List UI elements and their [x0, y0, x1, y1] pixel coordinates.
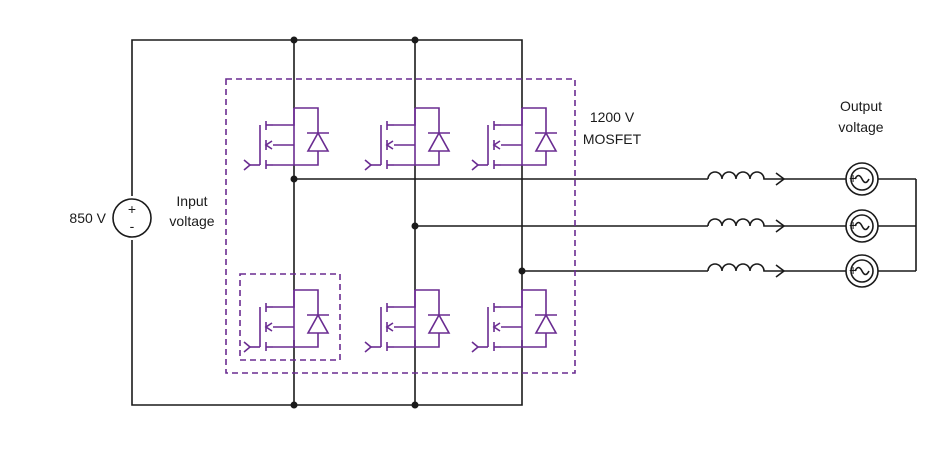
mosfet-icon	[471, 107, 558, 171]
inductor-icon	[707, 263, 786, 278]
inductor-icon	[707, 171, 786, 186]
source-voltage-label: 850 V	[69, 210, 106, 226]
mosfet-icon	[243, 107, 330, 171]
ac-source-icon: +	[845, 254, 879, 288]
source-plus-sign: +	[128, 201, 136, 217]
ac-source-icon: +	[845, 209, 879, 243]
svg-text:+: +	[849, 217, 857, 233]
source-minus-sign: -	[130, 218, 135, 234]
output-label-line1: Output	[840, 98, 882, 114]
mosfet-icon	[364, 289, 451, 353]
device-label-line1: 1200 V	[590, 109, 635, 125]
input-label-line1: Input	[176, 193, 207, 209]
svg-text:+: +	[849, 262, 857, 278]
mosfet-icon	[243, 289, 330, 353]
ac-source-icon: +	[845, 162, 879, 196]
device-label-line2: MOSFET	[583, 131, 642, 147]
mosfet-icon	[471, 289, 558, 353]
input-label-line2: voltage	[169, 213, 214, 229]
mosfet-icon	[364, 107, 451, 171]
single-switch-frame	[239, 273, 341, 361]
svg-text:+: +	[849, 170, 857, 186]
mosfet-module-frame	[225, 78, 576, 374]
inductor-icon	[707, 218, 786, 233]
phase-output-wiring	[294, 178, 917, 272]
junction-dots	[290, 36, 526, 409]
dc-voltage-source-icon: + -	[112, 198, 152, 238]
output-label-line2: voltage	[838, 119, 883, 135]
